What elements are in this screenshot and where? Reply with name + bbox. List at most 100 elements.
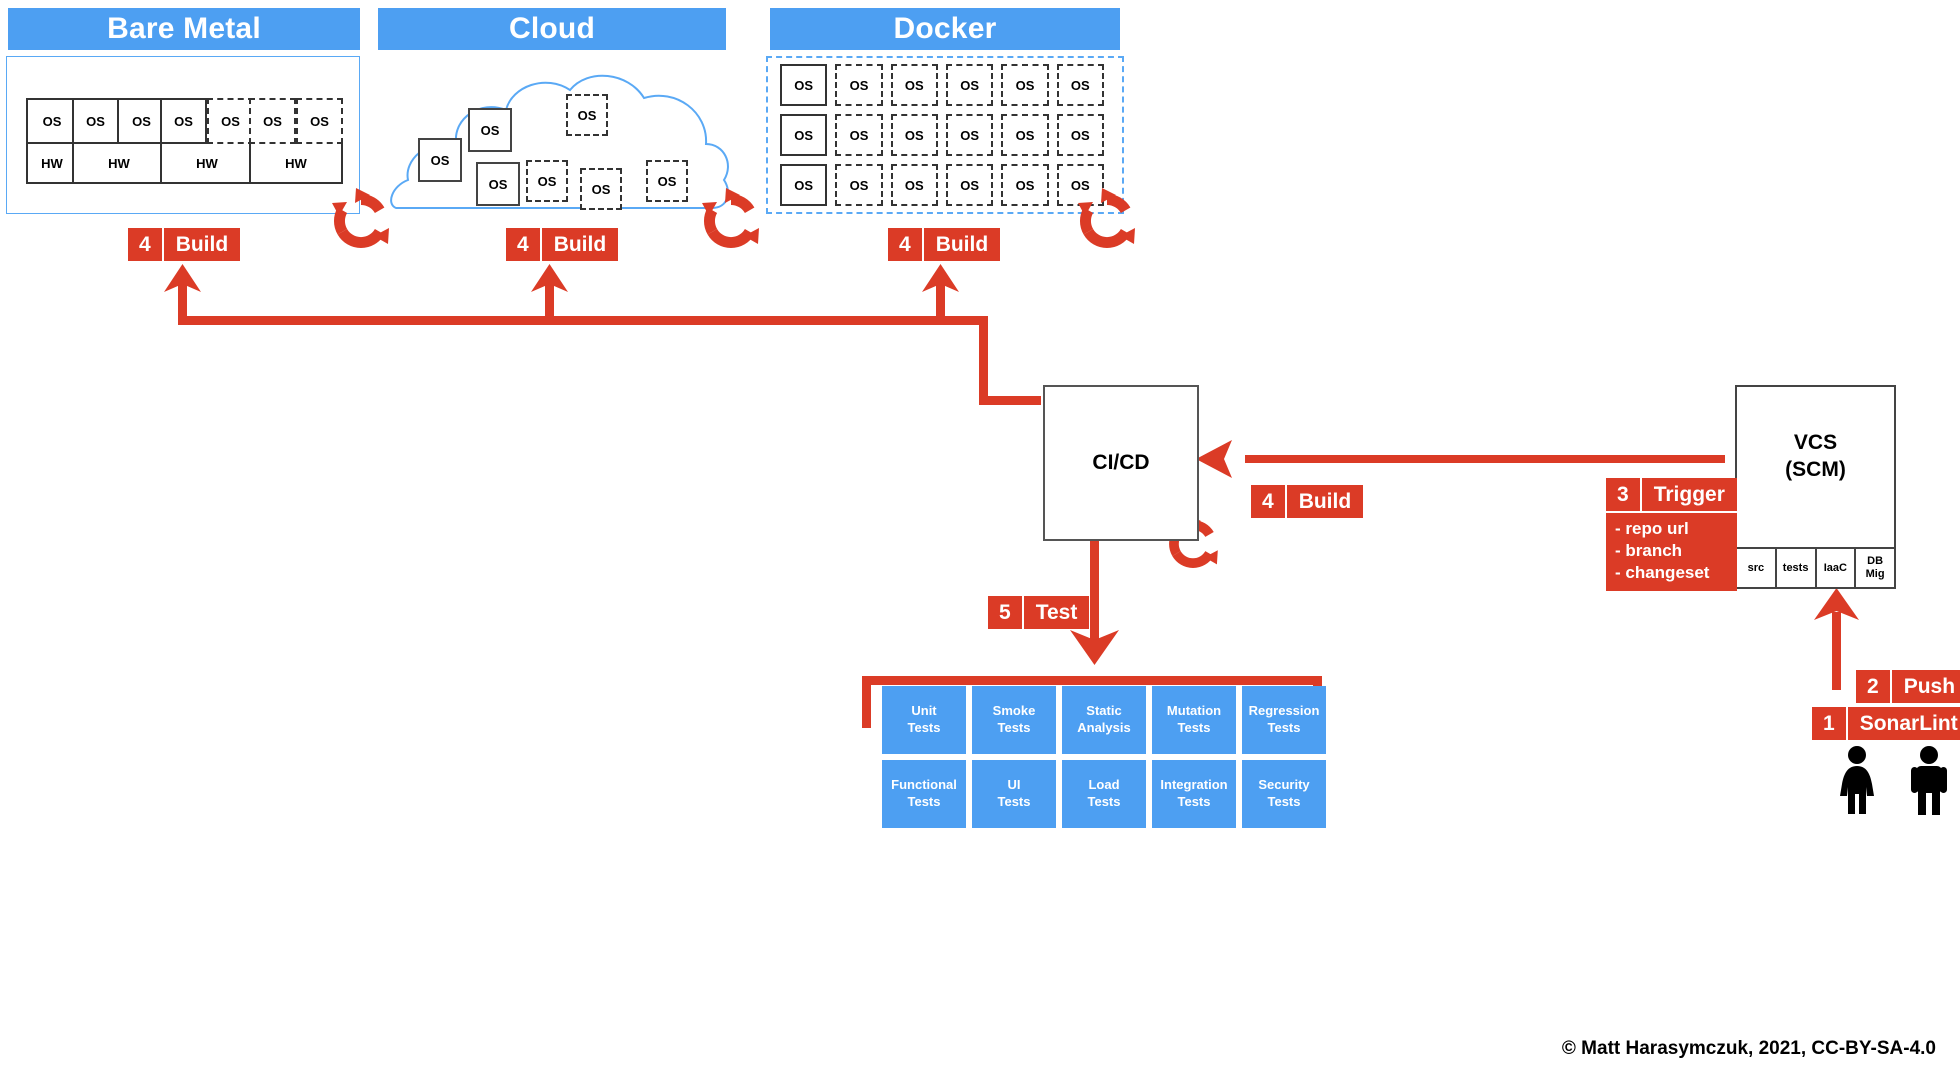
vcs-title: VCS (SCM) — [1737, 429, 1894, 484]
vcs-box[interactable]: VCS (SCM) src tests IaaC DB Mig — [1735, 385, 1896, 589]
hw-cell: HW — [26, 144, 78, 184]
docker-os-cell: OS — [835, 114, 883, 156]
test-box-mutation[interactable]: Mutation Tests — [1152, 686, 1236, 754]
os-cell: OS — [249, 98, 296, 144]
vcs-title-line-2: (SCM) — [1785, 458, 1846, 482]
badge-build-cloud[interactable]: 4 Build — [506, 228, 619, 261]
badge-trigger-block[interactable]: 3 Trigger - repo url - branch - changese… — [1606, 478, 1737, 592]
cloud-os-node: OS — [646, 160, 688, 202]
docker-os-cell: OS — [780, 64, 828, 106]
badge-label: Push — [1903, 675, 1956, 698]
docker-os-cell: OS — [1056, 114, 1104, 156]
docker-os-cell: OS — [945, 64, 994, 106]
platform-header-bare-metal: Bare Metal — [8, 8, 360, 50]
badge-number: 5 — [988, 596, 1024, 629]
docker-os-cell: OS — [945, 164, 994, 206]
cicd-label: CI/CD — [1092, 450, 1150, 474]
bare-metal-stack: OS OS HW — [160, 98, 254, 184]
test-box-ui[interactable]: UI Tests — [972, 760, 1056, 828]
vcs-artifact-tests[interactable]: tests — [1777, 549, 1817, 587]
bare-metal-stack: OS OS HW — [72, 98, 166, 184]
docker-os-cell: OS — [1001, 114, 1049, 156]
docker-os-cell: OS — [835, 64, 883, 106]
docker-os-cell: OS — [1056, 64, 1104, 106]
test-box-integration[interactable]: Integration Tests — [1152, 760, 1236, 828]
badge-number: 2 — [1856, 670, 1892, 703]
os-cell: OS — [207, 98, 254, 144]
vcs-artifacts: src tests IaaC DB Mig — [1737, 547, 1894, 587]
badge-label: Trigger — [1653, 483, 1725, 506]
badge-label: Test — [1035, 601, 1078, 624]
docker-os-cell: OS — [945, 114, 994, 156]
hw-cell: HW — [72, 144, 166, 184]
trigger-detail-list: - repo url - branch - changeset — [1606, 511, 1737, 592]
test-box-smoke[interactable]: Smoke Tests — [972, 686, 1056, 754]
cloud-shape: OS OS OS OS OS OS OS — [376, 60, 732, 220]
test-box-regression[interactable]: Regression Tests — [1242, 686, 1326, 754]
cloud-os-node: OS — [526, 160, 568, 202]
badge-build-bare-metal[interactable]: 4 Build — [128, 228, 241, 261]
docker-os-cell: OS — [890, 164, 938, 206]
badge-number: 4 — [888, 228, 924, 261]
test-box-static[interactable]: Static Analysis — [1062, 686, 1146, 754]
docker-os-cell: OS — [890, 64, 938, 106]
cloud-os-node: OS — [418, 138, 462, 182]
cloud-os-node: OS — [580, 168, 622, 210]
platform-header-cloud: Cloud — [378, 8, 726, 50]
badge-build-docker[interactable]: 4 Build — [888, 228, 1001, 261]
platform-title: Cloud — [509, 12, 595, 45]
badge-trigger[interactable]: 3 Trigger — [1606, 478, 1737, 511]
docker-os-cell: OS — [780, 114, 828, 156]
cloud-os-node: OS — [476, 162, 520, 206]
copyright-footer: © Matt Harasymczuk, 2021, CC-BY-SA-4.0 — [1561, 1038, 1936, 1059]
platform-title: Bare Metal — [107, 12, 261, 45]
badge-push[interactable]: 2 Push — [1856, 670, 1960, 703]
badge-label: Build — [935, 233, 989, 256]
vcs-artifact-dbmig[interactable]: DB Mig — [1865, 555, 1885, 580]
test-box-functional[interactable]: Functional Tests — [882, 760, 966, 828]
os-cell: OS — [119, 98, 166, 144]
bare-metal-stack: OS HW — [26, 98, 78, 184]
vcs-artifact-src[interactable]: src — [1737, 549, 1777, 587]
platform-title: Docker — [893, 12, 997, 45]
os-cell: OS — [296, 98, 343, 144]
badge-build-cicd[interactable]: 4 Build — [1251, 485, 1364, 518]
test-box-security[interactable]: Security Tests — [1242, 760, 1326, 828]
docker-os-cell: OS — [780, 164, 828, 206]
docker-grid: OS OS OS OS OS OS OS OS OS OS OS OS OS O… — [780, 64, 1104, 206]
badge-label: SonarLint — [1859, 712, 1958, 735]
cicd-box[interactable]: CI/CD — [1043, 385, 1199, 541]
os-cell: OS — [160, 98, 207, 144]
docker-os-cell: OS — [1001, 164, 1049, 206]
badge-sonarlint[interactable]: 1 SonarLint — [1812, 707, 1960, 740]
vcs-title-line-1: VCS — [1793, 431, 1838, 454]
badge-number: 4 — [506, 228, 542, 261]
os-cell: OS — [26, 98, 78, 144]
hw-cell: HW — [249, 144, 343, 184]
badge-number: 4 — [1251, 485, 1287, 518]
cycle-icon-docker — [1078, 188, 1135, 249]
platform-header-docker: Docker — [770, 8, 1120, 50]
badge-number: 4 — [128, 228, 164, 261]
badge-test[interactable]: 5 Test — [988, 596, 1090, 629]
cycle-icon-bare-metal — [332, 188, 389, 249]
docker-os-cell: OS — [1001, 64, 1049, 106]
test-box-unit[interactable]: Unit Tests — [882, 686, 966, 754]
docker-os-cell: OS — [835, 164, 883, 206]
docker-os-cell: OS — [890, 114, 938, 156]
os-cell: OS — [72, 98, 119, 144]
cloud-outline-icon — [390, 74, 729, 209]
badge-number: 1 — [1812, 707, 1848, 740]
hw-cell: HW — [160, 144, 254, 184]
badge-number: 3 — [1606, 478, 1642, 511]
test-stage-grid: Unit Tests Smoke Tests Static Analysis M… — [882, 686, 1326, 828]
person-female-icon — [1840, 746, 1874, 814]
badge-label: Build — [1298, 490, 1352, 513]
person-male-icon — [1911, 746, 1947, 815]
cloud-os-node: OS — [566, 94, 608, 136]
cycle-icon-cloud — [702, 188, 759, 249]
bare-metal-stack: OS OS HW — [249, 98, 343, 184]
cloud-os-node: OS — [468, 108, 512, 152]
test-box-load[interactable]: Load Tests — [1062, 760, 1146, 828]
vcs-artifact-iaac[interactable]: IaaC — [1817, 549, 1857, 587]
